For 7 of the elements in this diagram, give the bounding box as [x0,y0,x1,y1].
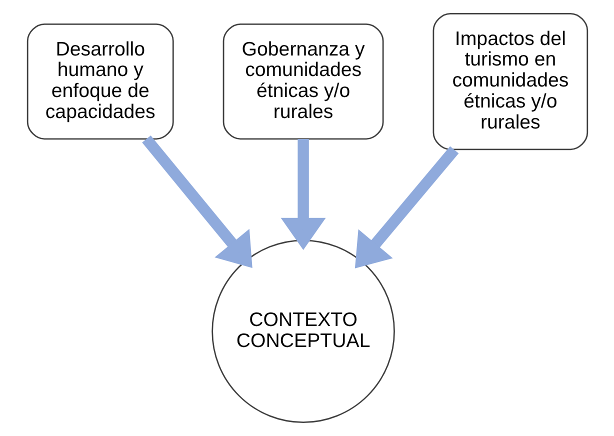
arrow [354,146,458,268]
node-box: Desarrollo humano y enfoque de capacidades [26,23,174,140]
node-box: Impactos del turismo en comunidades étnicas y/o rurales [432,12,588,150]
arrow [280,139,326,250]
node-box: Gobernanza y comunidades étnicas y/o rurales [222,23,384,140]
arrow [142,135,252,268]
node-circle: CONTEXTO CONCEPTUAL [211,240,394,424]
